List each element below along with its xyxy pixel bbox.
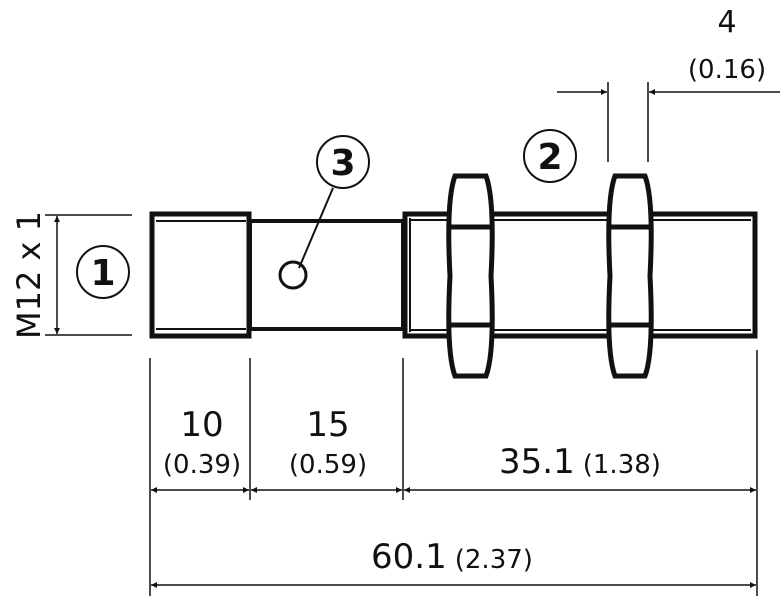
dimension-thread-length: 10 (0.39) (151, 405, 249, 493)
middle-section (248, 187, 405, 331)
dimension-body-length: 35.1(1.38) (404, 442, 756, 493)
svg-text:10: 10 (180, 405, 223, 445)
nut-width-dimension: 4 (0.16) (557, 5, 780, 162)
svg-text:(0.16): (0.16) (688, 55, 766, 85)
svg-text:3: 3 (330, 143, 355, 184)
svg-text:(0.39): (0.39) (163, 450, 241, 480)
svg-text:60.1(2.37): 60.1(2.37) (371, 537, 533, 577)
dimension-total-length: 60.1(2.37) (151, 537, 756, 588)
svg-text:2: 2 (537, 137, 562, 178)
callout-1: 1 (76, 245, 130, 299)
svg-text:1: 1 (90, 253, 115, 294)
nut-left (446, 173, 495, 379)
callout-3: 3 (316, 135, 370, 189)
extension-lines (149, 350, 758, 596)
thread-section (149, 211, 252, 339)
svg-text:15: 15 (306, 405, 349, 445)
dimension-middle-length: 15 (0.59) (251, 405, 402, 493)
svg-text:(0.59): (0.59) (289, 450, 367, 480)
thread-dimension: M12 x 1 (10, 211, 132, 339)
nut-right (606, 173, 654, 379)
thread-label: M12 x 1 (10, 211, 48, 339)
svg-text:4: 4 (717, 5, 736, 40)
led-indicator (278, 260, 308, 290)
callout-2: 2 (523, 129, 577, 183)
svg-text:35.1(1.38): 35.1(1.38) (499, 442, 661, 482)
